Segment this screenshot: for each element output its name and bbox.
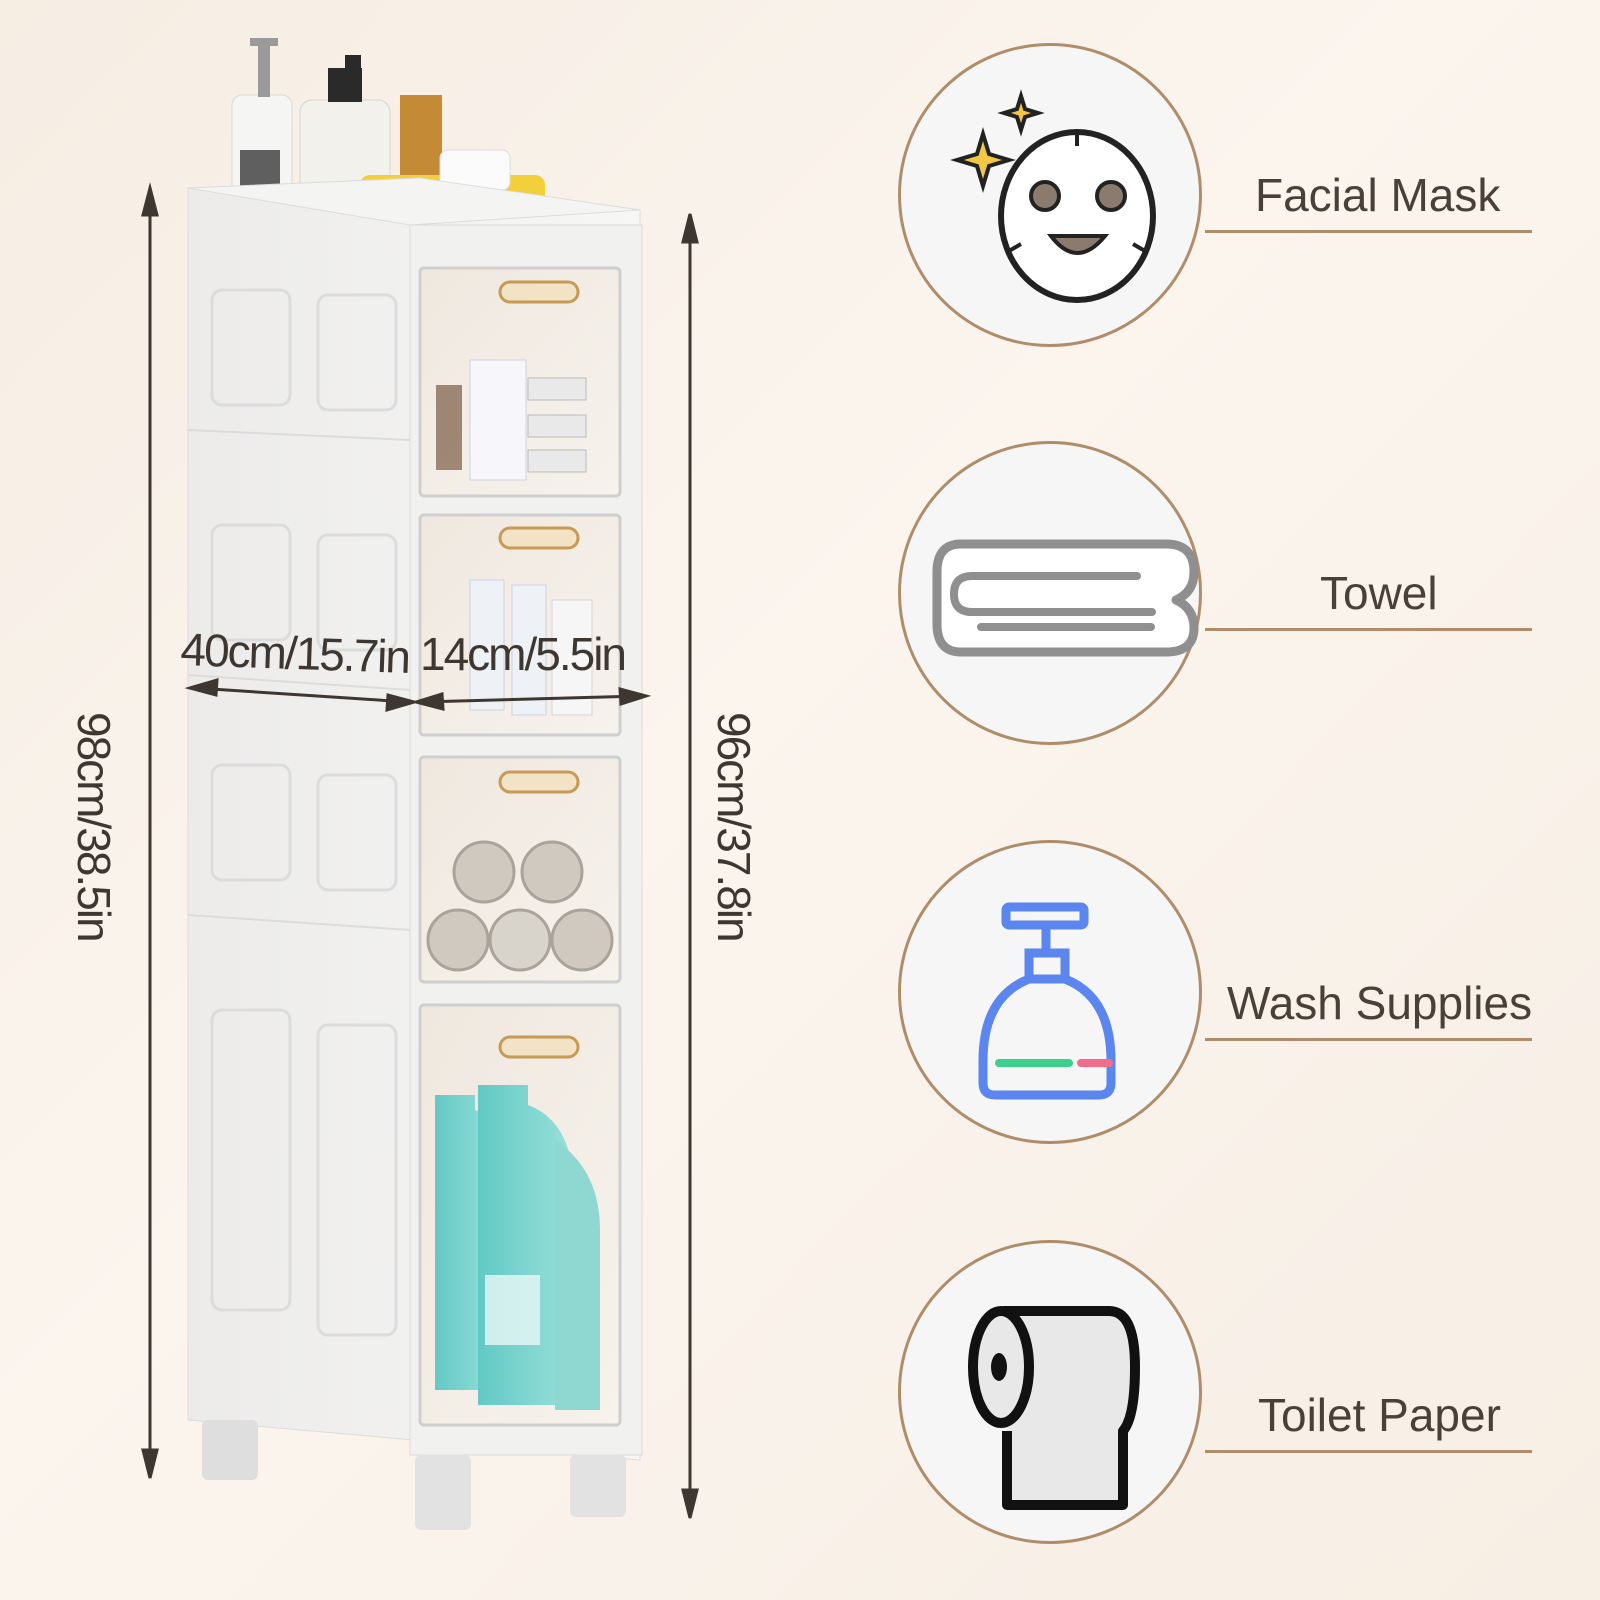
feature-label-wash-supplies: Wash Supplies: [1227, 977, 1533, 1029]
towel-icon: [932, 539, 1199, 657]
soap-bottle-icon: [978, 902, 1116, 1100]
feature-circle-toilet-paper: [898, 1240, 1202, 1544]
feature-circle-facial-mask: [898, 43, 1202, 347]
drawer-3: [418, 755, 622, 984]
drawer-4: [418, 1003, 622, 1427]
toilet-paper-icon: [968, 1306, 1140, 1510]
feature-underline-towel: [1205, 628, 1532, 631]
depth-label: 40cm/15.7in: [180, 623, 410, 683]
depth-arrow: [184, 677, 420, 713]
feature-label-toilet-paper: Toilet Paper: [1258, 1389, 1501, 1441]
feature-underline-toilet-paper: [1205, 1450, 1532, 1453]
facial-mask-icon: [950, 89, 1156, 303]
feature-underline-facial-mask: [1205, 230, 1532, 233]
drawer-1: [418, 266, 622, 498]
feature-underline-wash-supplies: [1205, 1038, 1532, 1041]
height-arrow-left: [141, 182, 159, 1479]
width-label: 14cm/5.5in: [420, 628, 625, 680]
drawer-2: [418, 513, 622, 737]
feature-label-facial-mask: Facial Mask: [1255, 169, 1501, 221]
drawer-height-label: 96cm/37.8in: [708, 712, 760, 941]
feature-circle-wash-supplies: [898, 840, 1202, 1144]
feature-circle-towel: [898, 441, 1202, 745]
feature-label-towel: Towel: [1320, 567, 1438, 619]
height-arrow-right: [681, 213, 699, 1519]
total-height-label: 98cm/38.5in: [68, 712, 120, 941]
width-arrow: [410, 687, 652, 711]
